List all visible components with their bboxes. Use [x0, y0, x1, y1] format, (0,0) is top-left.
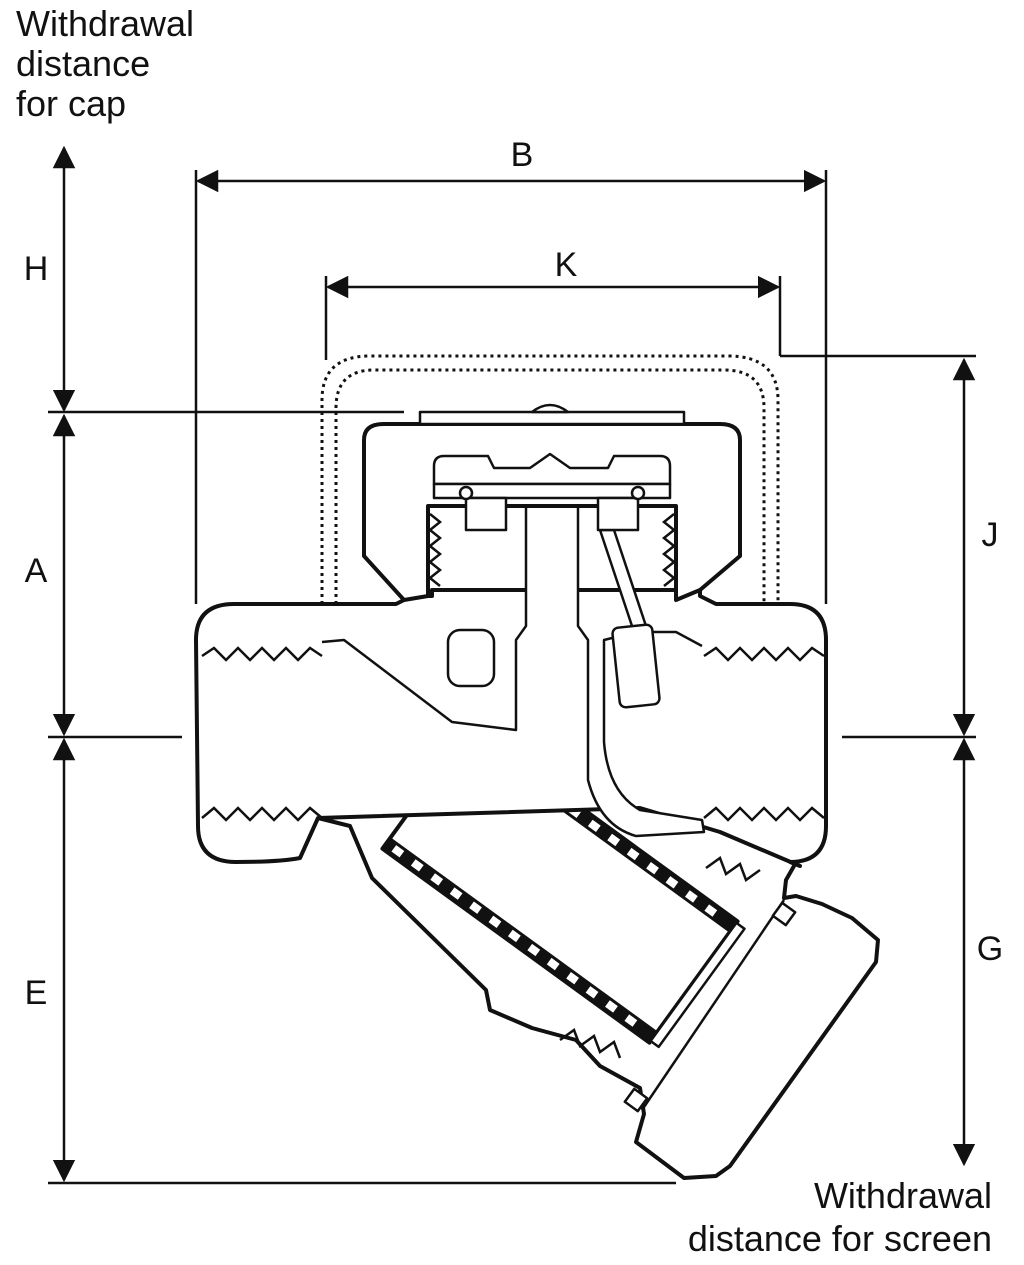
orifice-port	[446, 628, 496, 688]
cap-note-line-3: for cap	[16, 83, 126, 124]
dimension-label-k: K	[555, 246, 578, 284]
screen-note-line-2: distance for screen	[688, 1218, 992, 1259]
dimension-label-e: E	[25, 974, 48, 1012]
cap-note-line-1: Withdrawal	[16, 3, 194, 44]
dimension-label-h: H	[24, 250, 49, 288]
trap-cap	[362, 403, 742, 602]
cap-note-line-2: distance	[16, 43, 150, 84]
screen-note-line-1: Withdrawal	[814, 1175, 992, 1216]
cap-withdrawal-outline	[320, 354, 780, 604]
dimension-label-j: J	[982, 516, 999, 554]
dimension-label-b: B	[511, 136, 534, 174]
dimension-label-a: A	[25, 552, 48, 590]
dimension-label-g: G	[977, 930, 1003, 968]
dimension-lines	[48, 145, 976, 1185]
trap-body	[194, 496, 828, 868]
